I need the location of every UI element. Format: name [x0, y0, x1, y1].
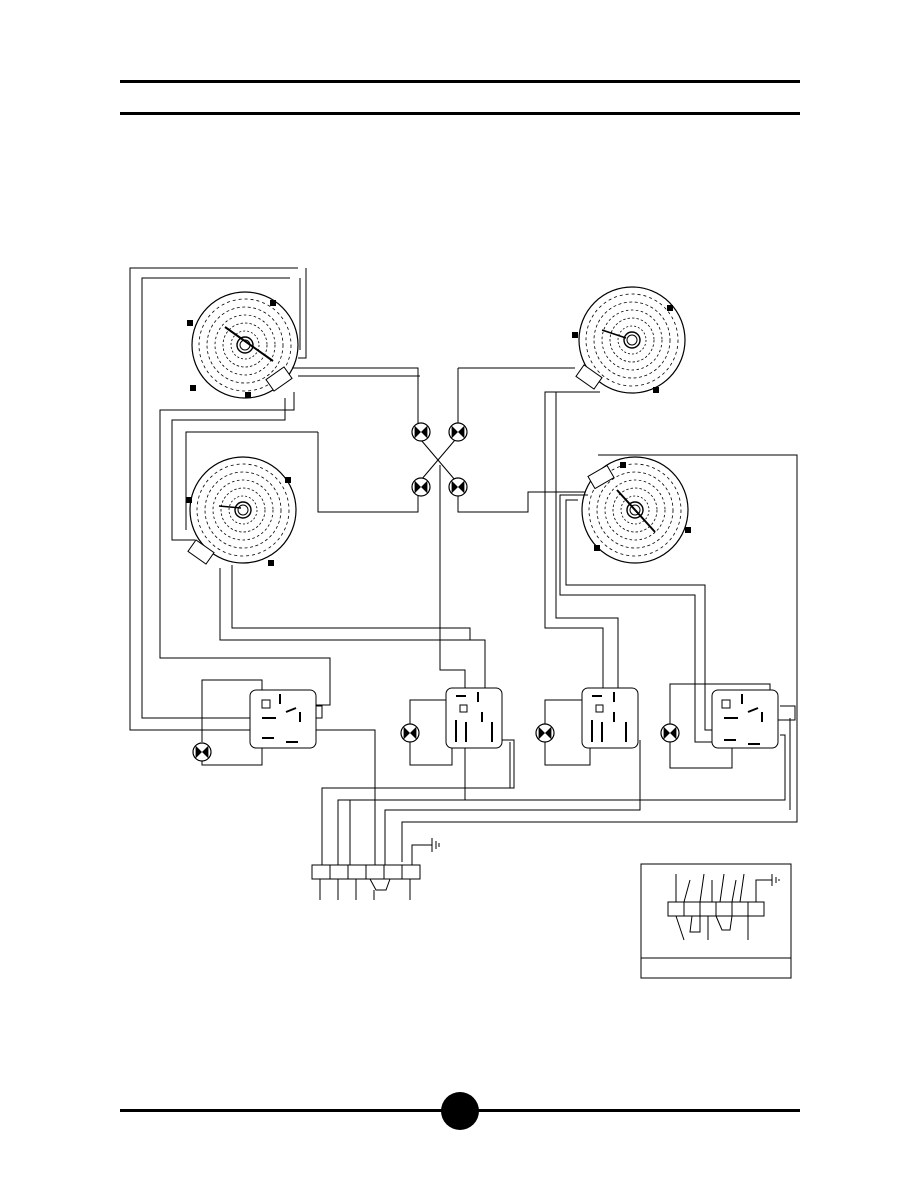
zone-stud-icon	[685, 527, 691, 533]
zone-stud-icon	[270, 300, 276, 306]
indicator-lamp-icon	[449, 423, 467, 441]
zone-stud-icon	[190, 385, 196, 391]
page-number-badge	[441, 1092, 479, 1130]
zone-stud-icon	[653, 387, 659, 393]
indicator-lamp-icon	[401, 724, 419, 742]
indicator-lamp-icon	[661, 724, 679, 742]
ground-icon	[432, 838, 439, 852]
zone-stud-icon	[572, 332, 578, 338]
zone-stud-icon	[187, 320, 193, 326]
energy-regulator-right	[712, 690, 778, 748]
indicator-lamp-icon	[449, 478, 467, 496]
zone-stud-icon	[186, 497, 192, 503]
inset-connection-diagram	[641, 864, 791, 978]
energy-regulator-center-left	[446, 688, 502, 748]
zone-connector	[588, 465, 614, 488]
energy-regulator-left	[250, 690, 316, 748]
indicator-lamp-icon	[536, 724, 554, 742]
inset-ground-icon	[772, 874, 779, 886]
indicator-lamp-icon	[412, 478, 430, 496]
zone-stud-icon	[268, 560, 274, 566]
indicator-lamp-icon	[193, 743, 211, 761]
zone-connector	[188, 540, 214, 564]
zone-stud-icon	[594, 545, 600, 551]
zone-stud-icon	[285, 477, 291, 483]
energy-regulator-center-right	[582, 688, 638, 748]
wiring	[130, 268, 797, 865]
indicator-lamp-icon	[412, 423, 430, 441]
zone-connector	[266, 367, 292, 391]
zone-stud-icon	[620, 462, 626, 468]
zone-connector	[576, 365, 602, 389]
terminal-block	[312, 865, 420, 900]
zone-stud-icon	[245, 392, 251, 398]
zone-stud-icon	[667, 305, 673, 311]
